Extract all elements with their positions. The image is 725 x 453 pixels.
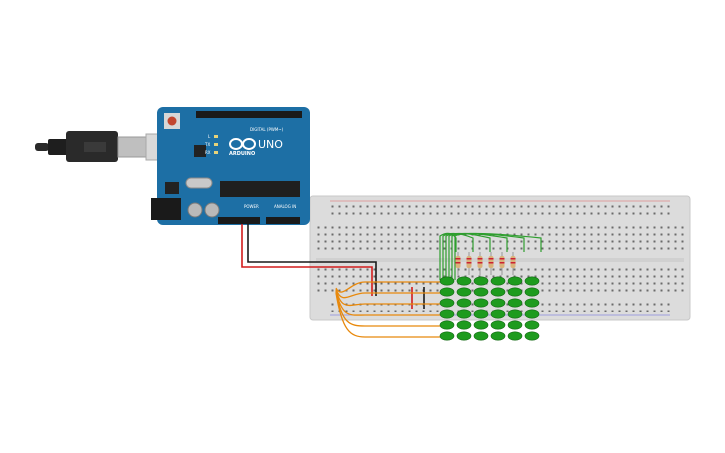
resistor[interactable] <box>499 252 505 275</box>
usb-cable-icon[interactable] <box>35 131 173 162</box>
led[interactable] <box>490 287 506 297</box>
capacitor <box>204 202 220 218</box>
led[interactable] <box>473 309 489 319</box>
led[interactable] <box>473 298 489 308</box>
analog-label: ANALOG IN <box>274 204 296 209</box>
usb-chip <box>194 145 206 157</box>
power-jack <box>151 198 181 220</box>
resistor[interactable] <box>455 252 461 275</box>
resistors[interactable] <box>455 252 516 275</box>
led[interactable] <box>507 298 523 308</box>
capacitor <box>187 202 203 218</box>
arduino-logo-icon <box>229 138 256 150</box>
black-wire[interactable] <box>247 224 377 296</box>
digital-label: DIGITAL (PWM~) <box>250 127 284 132</box>
led[interactable] <box>524 276 540 286</box>
led[interactable] <box>490 276 506 286</box>
led[interactable] <box>507 320 523 330</box>
led[interactable] <box>439 309 455 319</box>
orange-wires[interactable] <box>335 281 440 338</box>
led[interactable] <box>524 298 540 308</box>
led[interactable] <box>456 298 472 308</box>
reset-button[interactable] <box>164 113 180 129</box>
voltage-regulator <box>165 182 179 194</box>
led-label: L <box>208 134 211 139</box>
orange-wire[interactable] <box>335 288 440 299</box>
led[interactable] <box>456 287 472 297</box>
led-l-icon <box>214 135 218 138</box>
led[interactable] <box>490 331 506 341</box>
orange-wire[interactable] <box>335 292 440 338</box>
led[interactable] <box>473 320 489 330</box>
green-wire[interactable] <box>454 232 542 280</box>
led[interactable] <box>456 320 472 330</box>
led-rx-icon <box>214 151 218 154</box>
led[interactable] <box>439 331 455 341</box>
power-label: POWER <box>244 204 259 209</box>
led[interactable] <box>507 276 523 286</box>
microcontroller-chip <box>220 181 300 197</box>
orange-wire[interactable] <box>335 289 440 307</box>
led[interactable] <box>524 331 540 341</box>
resistor[interactable] <box>466 252 472 275</box>
resistor[interactable] <box>477 252 483 275</box>
led[interactable] <box>507 309 523 319</box>
led[interactable] <box>439 298 455 308</box>
led[interactable] <box>473 331 489 341</box>
digital-header[interactable] <box>196 111 302 118</box>
led[interactable] <box>490 298 506 308</box>
led-label: TX <box>204 142 210 147</box>
power-header[interactable] <box>218 217 260 224</box>
analog-header[interactable] <box>266 217 300 224</box>
model-label: UNO <box>258 138 283 151</box>
crystal <box>185 177 213 189</box>
led[interactable] <box>456 276 472 286</box>
brand-label: ARDUINO <box>229 151 255 157</box>
led[interactable] <box>490 320 506 330</box>
resistor[interactable] <box>510 252 516 275</box>
led[interactable] <box>507 287 523 297</box>
led[interactable] <box>456 331 472 341</box>
led[interactable] <box>524 309 540 319</box>
led[interactable] <box>439 320 455 330</box>
led[interactable] <box>456 309 472 319</box>
orange-wire[interactable] <box>335 281 440 293</box>
led[interactable] <box>524 287 540 297</box>
led[interactable] <box>439 276 455 286</box>
led[interactable] <box>524 320 540 330</box>
led[interactable] <box>490 309 506 319</box>
led-matrix[interactable] <box>439 276 540 341</box>
arduino-board[interactable]: L TX RX ARDUINO UNO DIGITAL (PWM~) POWER… <box>151 107 310 225</box>
led[interactable] <box>473 276 489 286</box>
led[interactable] <box>507 331 523 341</box>
resistor[interactable] <box>488 252 494 275</box>
led[interactable] <box>439 287 455 297</box>
led[interactable] <box>473 287 489 297</box>
led-tx-icon <box>214 143 218 146</box>
green-wires[interactable] <box>439 232 542 280</box>
led-label: RX <box>205 150 211 155</box>
